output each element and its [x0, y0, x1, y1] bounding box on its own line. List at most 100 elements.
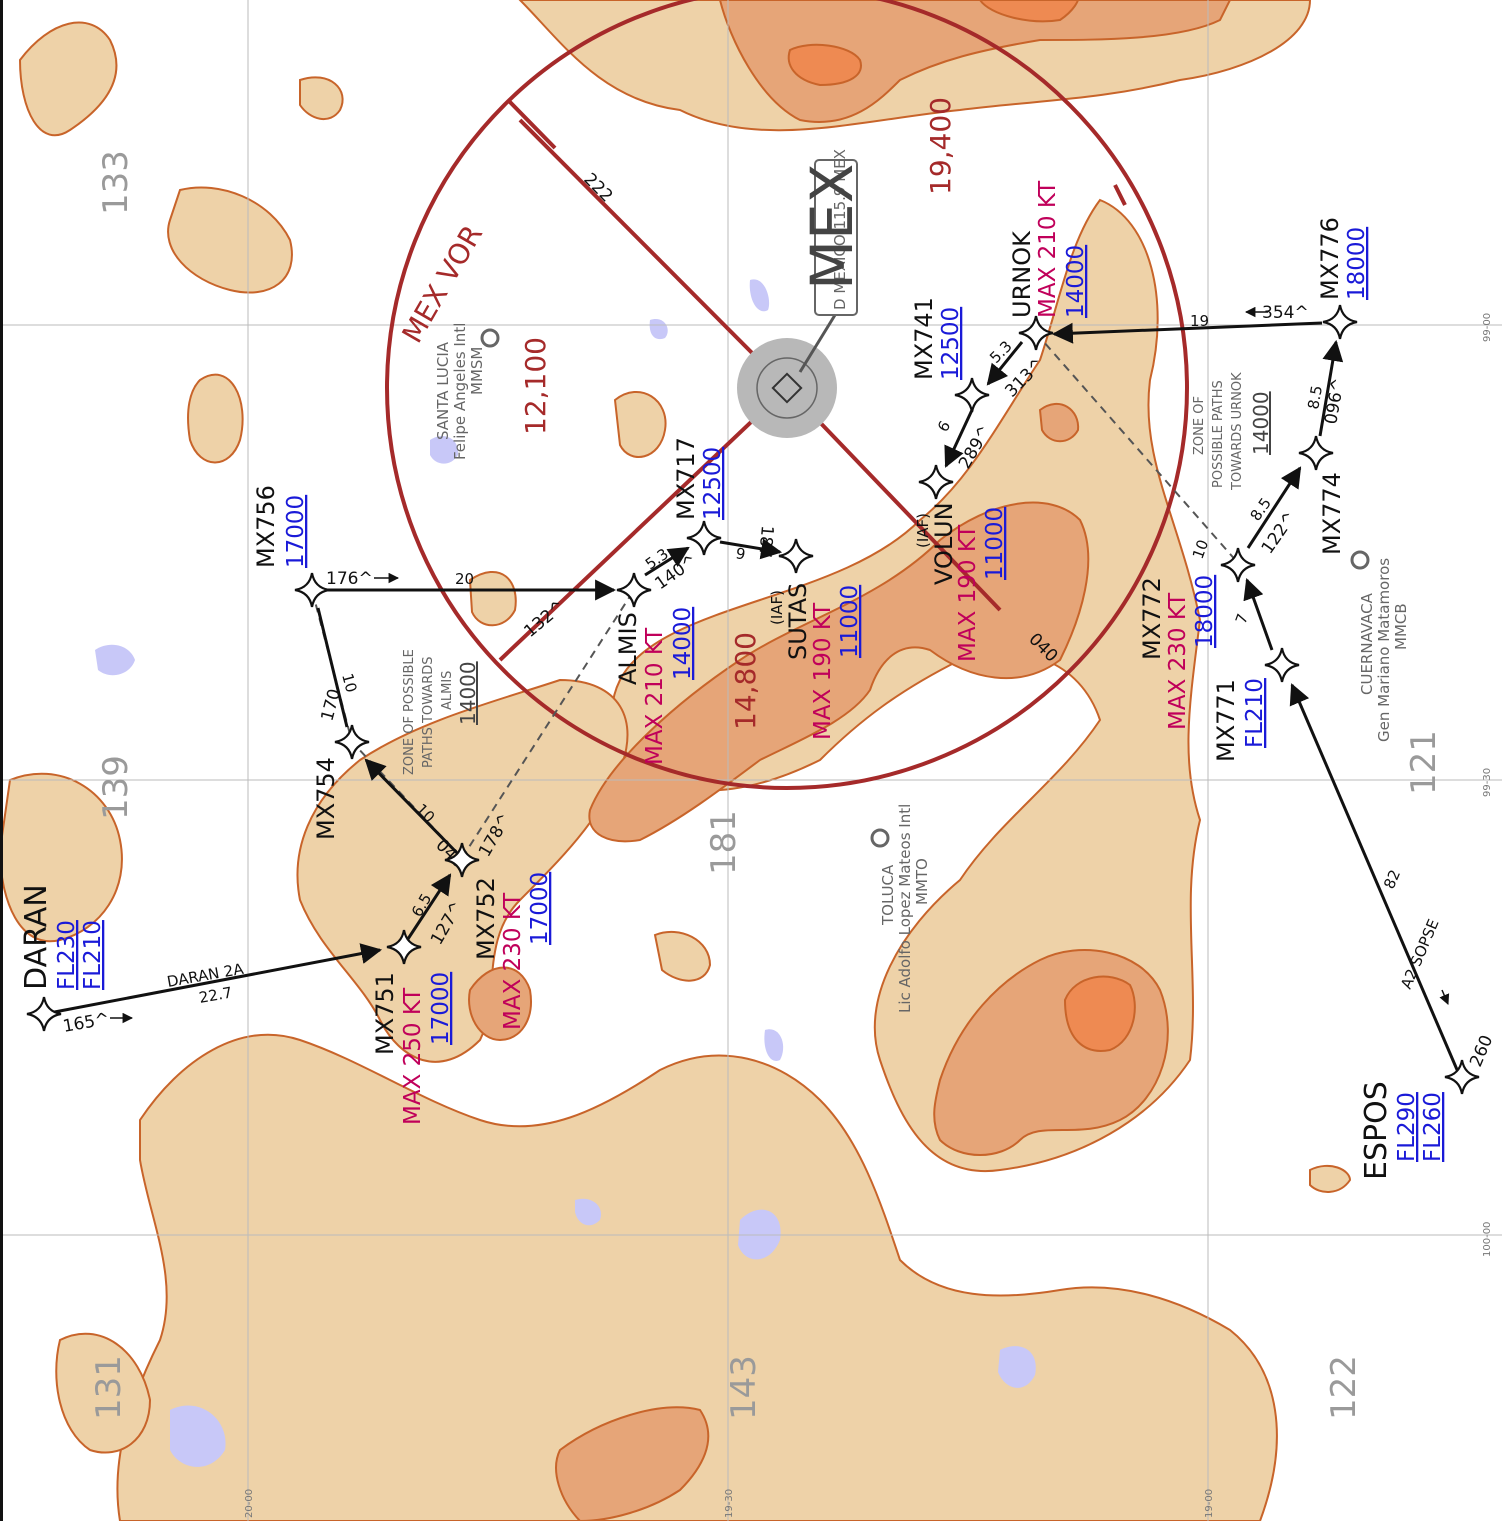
label-mx717: MX717 12500 — [672, 437, 726, 520]
waypoint-speed: MAX 190 KT — [955, 524, 981, 662]
waypoint-speed: MAX 210 KT — [1035, 180, 1061, 318]
waypoint-alt: FL210 — [1242, 678, 1268, 748]
leg-mx776-urnok — [1051, 321, 1323, 344]
label-mx741: MX741 12500 — [910, 297, 964, 380]
waypoint-alt-lower: FL210 — [80, 920, 106, 990]
terrain-low-n4 — [468, 570, 517, 627]
leg-mx751-mx752 — [402, 873, 452, 946]
leg-mx741-volun — [944, 409, 974, 468]
vor-navaid[interactable] — [737, 314, 837, 438]
terrain-low-west-3 — [0, 772, 123, 943]
terrain-mid-n2 — [1038, 403, 1080, 443]
leg-dist-772-b: 10 — [1189, 537, 1212, 561]
terrain-label: 181 — [704, 810, 744, 875]
lake-7 — [998, 1346, 1036, 1388]
airport-icao: MMTO — [913, 858, 931, 905]
airport-full-name: Lic Adolfo Lopez Mateos Intl — [896, 804, 914, 1013]
grid-label-lat-1930: 19-30 — [724, 1489, 735, 1518]
waypoint-alt-upper: FL230 — [54, 920, 80, 990]
msa-circle — [385, 0, 1189, 790]
leg-mx754-mx756 — [316, 607, 349, 728]
leg-dist-754-756: 10 — [338, 671, 360, 694]
msa-sector-line-sw — [498, 386, 789, 662]
terrain-high-south — [1063, 975, 1136, 1052]
leg-mx771-mx772 — [1243, 578, 1274, 651]
waypoint-name: MX754 — [312, 757, 340, 840]
grid-label-lat-20: 20-00 — [244, 1489, 255, 1518]
label-mx774: MX774 — [1318, 472, 1346, 555]
course-arrows — [110, 306, 1450, 1024]
label-urnok: URNOK MAX 210 KT 14000 — [1008, 180, 1089, 318]
terrain-low-west-4 — [187, 373, 244, 464]
zone-label-line2: POSSIBLE PATHS — [1211, 380, 1226, 488]
leg-mx752-mx754 — [364, 758, 464, 860]
terrain-label: 133 — [96, 150, 136, 215]
waypoint-name: MX717 — [672, 437, 700, 520]
zone-altitude: 14000 — [1249, 391, 1273, 455]
airport-santa-lucia[interactable]: SANTA LUCIA Felipe Angeles Intl MMSM — [434, 323, 500, 460]
terrain-layer — [0, 0, 1352, 1521]
waypoint-speed: MAX 230 KT — [500, 892, 526, 1030]
leg-dist-daran: 22.7 — [198, 983, 234, 1007]
waypoint-alt: 18000 — [1192, 575, 1218, 648]
waypoint-name: MX776 — [1316, 217, 1344, 300]
lake-2 — [430, 435, 459, 464]
waypoint-speed: MAX 250 KT — [400, 987, 426, 1125]
grid-label-lon-99: 99-00 — [1482, 313, 1493, 342]
waypoint-name: MX771 — [1212, 679, 1240, 762]
msa-sector-line-se — [785, 386, 1002, 612]
vor-icon — [771, 372, 803, 404]
waypoint-name: VOLUN — [930, 502, 958, 585]
terrain-label: 121 — [1404, 730, 1444, 795]
terrain-low-east — [611, 198, 1202, 1173]
navaid-box-text: D MEXICO 115.9 MEX — [831, 149, 849, 310]
airport-icao: MMCB — [1392, 603, 1410, 650]
msa-tick-e — [1113, 184, 1127, 206]
airport-icon — [480, 328, 500, 348]
zone-label-line3: TOWARDS URNOK — [1230, 372, 1245, 491]
terrain-low-west-2 — [167, 186, 293, 294]
terrain-mid-north — [718, 0, 1232, 123]
navaid-box: D MEXICO 115.9 MEX — [814, 149, 858, 316]
zone-towards-urnok: ZONE OF POSSIBLE PATHS TOWARDS URNOK 140… — [1192, 372, 1273, 491]
terrain-label: 122 — [1324, 1355, 1364, 1420]
zone-label-line1: ZONE OF POSSIBLE — [402, 649, 417, 775]
terrain-label: 139 — [96, 755, 136, 820]
waypoint-name: MX756 — [252, 485, 280, 568]
leg-dist-776-urnok: 19 — [1190, 312, 1209, 330]
waypoint-alt: 14000 — [670, 607, 696, 680]
leg-crs-717-sutas: 187 — [754, 525, 777, 559]
terrain-mid-west — [468, 966, 532, 1042]
label-mx751: MX751 MAX 250 KT 17000 — [371, 972, 454, 1125]
vor-compass-rose — [737, 338, 837, 438]
zone-label-line2: PATHS TOWARDS — [421, 657, 436, 769]
leg-crs-756-almis: 176^ — [326, 569, 373, 589]
water-layer — [95, 279, 1036, 1467]
vor-leader-line — [798, 314, 837, 373]
airport-name: SANTA LUCIA — [434, 341, 452, 440]
waypoint-alt: 17000 — [527, 872, 553, 945]
label-volun: (IAF) VOLUN MAX 190 KT 11000 — [914, 502, 1008, 662]
leg-daran-mx751 — [43, 943, 383, 1016]
msa-value-s: 14,800 — [729, 632, 762, 730]
airport-cuernavaca[interactable]: CUERNAVACA Gen Mariano Matamoros MMCB — [1350, 550, 1410, 742]
waypoint-alt: 12500 — [938, 307, 964, 380]
zone-boundary-almis-2 — [461, 589, 635, 859]
terrain-low-west-5 — [55, 1332, 152, 1454]
airport-toluca[interactable]: TOLUCA Lic Adolfo Lopez Mateos Intl MMTO — [870, 804, 931, 1013]
terrain-low-n5 — [653, 930, 712, 982]
label-mx772: MX772 MAX 230 KT 18000 — [1138, 575, 1218, 730]
leg-urnok-mx741 — [986, 341, 1024, 386]
chart-border — [0, 0, 3, 1521]
lake-5 — [170, 1405, 226, 1467]
terrain-low-se — [1309, 1164, 1352, 1193]
navaid-ident-large: MEX — [798, 164, 866, 290]
label-mx776: MX776 18000 — [1316, 217, 1370, 300]
airport-icon — [1350, 550, 1370, 570]
waypoint-alt-lower: FL260 — [1420, 1092, 1446, 1162]
terrain-label: 143 — [724, 1355, 764, 1420]
airport-full-name: Gen Mariano Matamoros — [1375, 558, 1393, 742]
waypoint-name: MX774 — [1318, 472, 1346, 555]
waypoint-name: MX772 — [1138, 577, 1166, 660]
